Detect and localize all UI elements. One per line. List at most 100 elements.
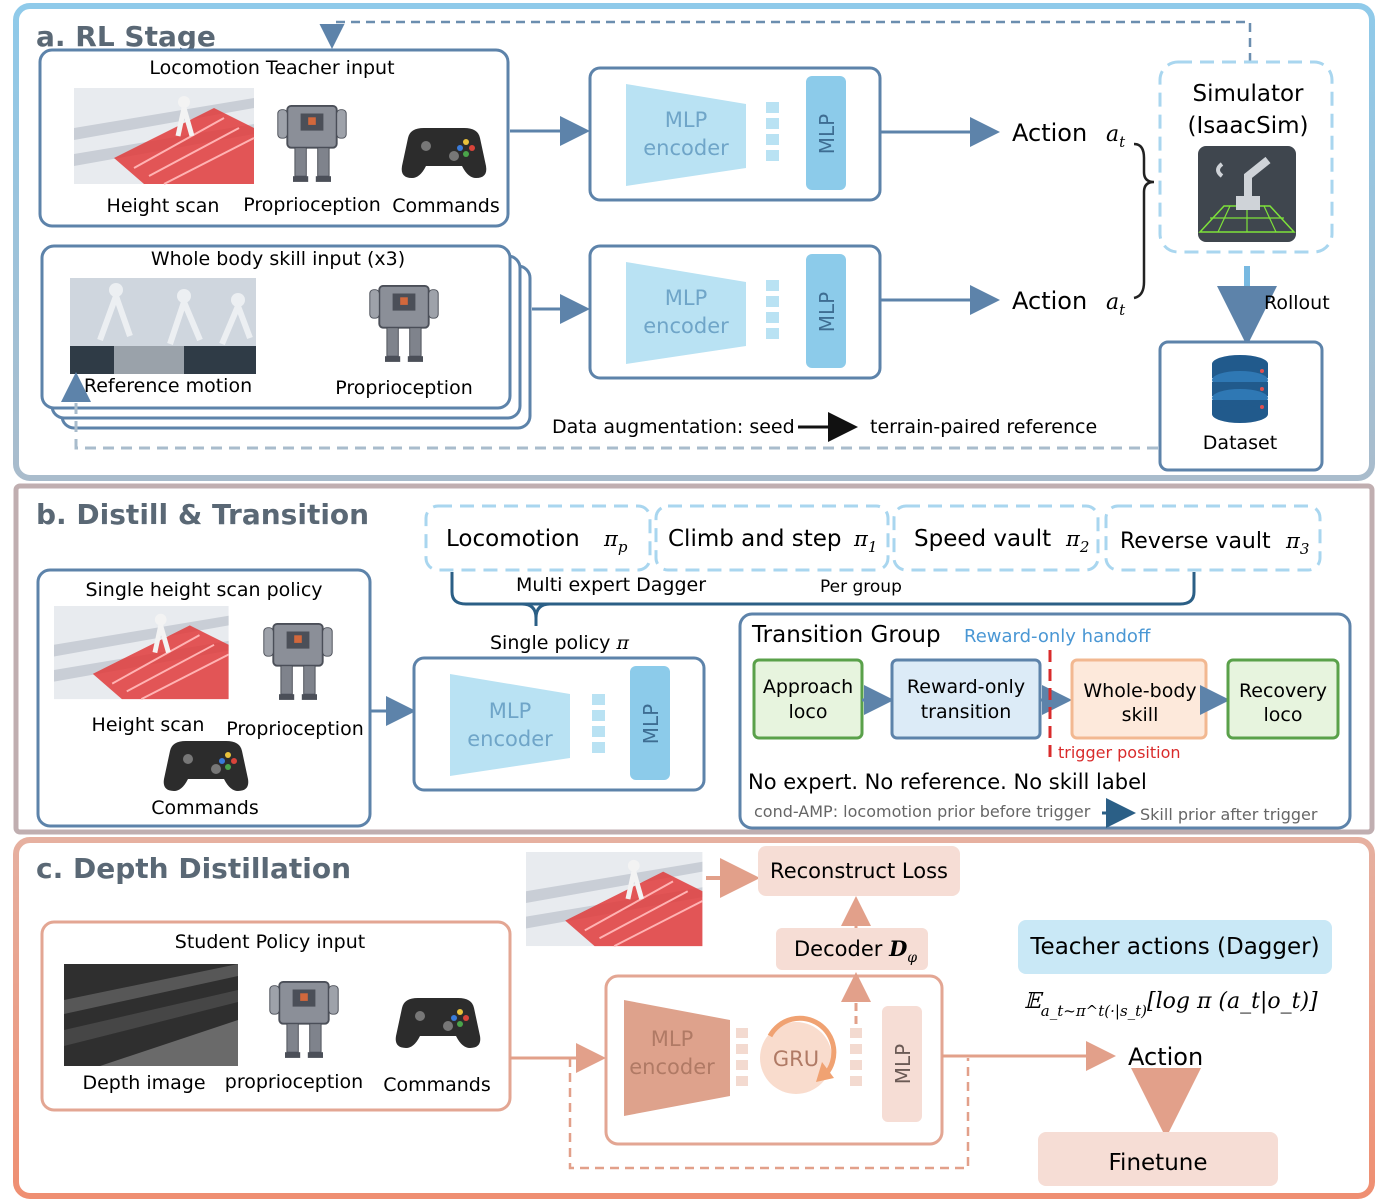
mlp-encoder-shape-b bbox=[450, 674, 570, 776]
multi-expert-label: Multi expert Dagger bbox=[516, 574, 706, 596]
stage-whole-body-line1: Whole-body bbox=[1083, 680, 1196, 702]
distill-brace bbox=[450, 572, 1196, 606]
expert-symbol-locomotion: πp bbox=[603, 527, 628, 556]
experts-group: Locomotion πp Climb and step π1 Speed va… bbox=[424, 504, 1322, 572]
mlp-encoder-label-b2: encoder bbox=[467, 727, 553, 751]
teacher-actions-box bbox=[1018, 920, 1332, 974]
c-label-proprioception: proprioception bbox=[225, 1071, 363, 1093]
teacher-label-proprioception: Proprioception bbox=[243, 194, 381, 216]
height-scan-image-b bbox=[54, 606, 229, 699]
mlp-block-label-c: MLP bbox=[891, 1044, 915, 1084]
isaacsim-icon bbox=[1198, 146, 1296, 242]
action-symbol-2: at bbox=[1106, 290, 1126, 319]
mlp-block-c bbox=[882, 1006, 922, 1122]
finetune-label: Finetune bbox=[1109, 1150, 1208, 1176]
transition-title: Transition Group bbox=[751, 622, 941, 648]
b-label-height-scan: Height scan bbox=[92, 714, 205, 736]
trigger-label: trigger position bbox=[1058, 743, 1181, 762]
expert-symbol-speed-vault: π2 bbox=[1065, 527, 1089, 556]
expert-label-reverse-vault: Reverse vault bbox=[1120, 529, 1271, 554]
distill-brace-tip bbox=[521, 602, 551, 626]
mlp-block-b bbox=[630, 666, 670, 780]
latent-dots-2 bbox=[766, 280, 779, 339]
action-label-c: Action bbox=[1128, 1043, 1203, 1071]
action-brace bbox=[1133, 142, 1155, 300]
stage-recovery-line2: loco bbox=[1264, 704, 1303, 726]
mlp-encoder-label-1a: MLP bbox=[665, 108, 707, 132]
gru-label: GRU bbox=[773, 1047, 819, 1071]
latent-dots-c2 bbox=[850, 1028, 862, 1086]
section-a-frame bbox=[13, 3, 1375, 481]
single-policy-label: Single policy π bbox=[490, 632, 629, 654]
transition-subtitle: Reward-only handoff bbox=[964, 626, 1151, 647]
stage-approach-line1: Approach bbox=[763, 676, 853, 698]
feedback-dashed-top bbox=[319, 20, 1252, 62]
augmentation-right: terrain-paired reference bbox=[870, 416, 1097, 438]
expert-label-climb: Climb and step bbox=[668, 526, 842, 552]
teacher-input-title: Locomotion Teacher input bbox=[149, 57, 394, 79]
mlp-encoder-label-c2: encoder bbox=[629, 1055, 715, 1079]
simulator-label-2: (IsaacSim) bbox=[1188, 113, 1309, 139]
single-scan-input-title: Single height scan policy bbox=[85, 579, 322, 601]
stage-reward-line2: transition bbox=[921, 701, 1012, 723]
mlp-block-label-b: MLP bbox=[639, 704, 663, 744]
section-c-frame bbox=[13, 837, 1375, 1199]
section-c-title: c. Depth Distillation bbox=[36, 852, 351, 885]
c-label-depth: Depth image bbox=[82, 1072, 205, 1094]
simulator-label-1: Simulator bbox=[1192, 81, 1304, 107]
expert-label-speed-vault: Speed vault bbox=[914, 526, 1051, 552]
mlp-encoder-shape-1 bbox=[626, 84, 746, 186]
stage-approach-loco bbox=[752, 658, 864, 740]
action-symbol-1: at bbox=[1106, 122, 1126, 151]
expert-label-locomotion: Locomotion bbox=[446, 526, 580, 552]
expert-symbol-reverse-vault: π3 bbox=[1285, 529, 1309, 558]
mlp-encoder-label-b1: MLP bbox=[489, 699, 531, 723]
depth-loop-dashed bbox=[568, 1058, 970, 1170]
c-label-commands: Commands bbox=[383, 1074, 491, 1096]
cond-amp-left: cond-AMP: locomotion prior before trigge… bbox=[754, 802, 1091, 821]
mlp-encoder-label-1b: encoder bbox=[643, 136, 729, 160]
section-b-frame bbox=[13, 483, 1375, 835]
reconstruct-target-image bbox=[526, 852, 702, 946]
augmentation-left: Data augmentation: seed bbox=[552, 416, 795, 438]
gru-circle bbox=[760, 1022, 832, 1094]
latent-dots-1 bbox=[766, 102, 779, 161]
cond-amp-right: Skill prior after trigger bbox=[1140, 805, 1318, 824]
mlp-encoder-shape-c bbox=[624, 1000, 730, 1116]
decoder-label: Decoder Dφ bbox=[794, 936, 917, 966]
finetune-box bbox=[1038, 1132, 1278, 1186]
student-input-title: Student Policy input bbox=[175, 931, 365, 953]
teacher-label-commands: Commands bbox=[392, 195, 500, 217]
latent-dots-b bbox=[592, 694, 605, 753]
transition-note: No expert. No reference. No skill label bbox=[748, 770, 1147, 794]
mlp-block-2 bbox=[806, 254, 846, 368]
mlp-encoder-shape-2 bbox=[626, 262, 746, 364]
mlp-block-1 bbox=[806, 76, 846, 190]
dagger-formula: 𝔼a_t~π^t(·|s_t)[log π (a_t|o_t)] bbox=[1024, 989, 1318, 1020]
decoder-box bbox=[776, 928, 928, 970]
stage-recovery-line1: Recovery bbox=[1239, 680, 1327, 702]
expert-box-locomotion bbox=[424, 504, 652, 572]
mlp-encoder-label-2b: encoder bbox=[643, 314, 729, 338]
database-icon bbox=[1212, 355, 1268, 423]
reconstruct-loss-box bbox=[758, 846, 960, 896]
b-label-commands: Commands bbox=[151, 797, 259, 819]
mlp-block-label-2: MLP bbox=[815, 292, 839, 332]
reference-motion-image bbox=[70, 278, 256, 374]
expert-symbol-climb: π1 bbox=[853, 527, 877, 556]
augmentation-loop-dashed bbox=[61, 372, 1158, 450]
per-group-label: Per group bbox=[820, 577, 902, 597]
action-label-2: Action bbox=[1012, 287, 1087, 315]
stage-reward-line1: Reward-only bbox=[907, 676, 1025, 698]
section-b-title: b. Distill & Transition bbox=[36, 498, 369, 531]
expert-box-reverse-vault bbox=[1104, 504, 1322, 572]
stage-recovery-loco bbox=[1226, 658, 1340, 740]
mlp-encoder-label-2a: MLP bbox=[665, 286, 707, 310]
latent-dots-c bbox=[736, 1028, 748, 1086]
stage-approach-line2: loco bbox=[789, 701, 828, 723]
stage-reward-only bbox=[890, 658, 1042, 740]
action-label-1: Action bbox=[1012, 119, 1087, 147]
section-a-title: a. RL Stage bbox=[36, 20, 216, 53]
teacher-label-height-scan: Height scan bbox=[107, 195, 220, 217]
